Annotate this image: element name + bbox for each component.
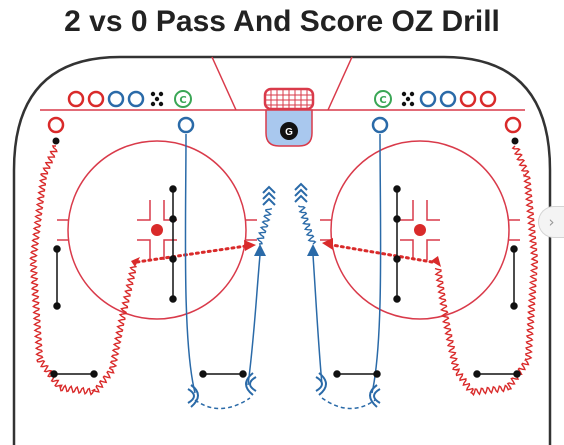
blue-skate-line-right-2 [312,254,323,386]
blue-skate-line-right [371,133,382,394]
legend-left [67,90,145,108]
backward-skate-left [194,397,251,410]
red-player-left [47,116,65,134]
blue-player-right [371,116,389,134]
faceoff-circle-right [330,140,510,320]
pass-arrow-left [244,240,256,251]
blue-arrow-left [254,244,266,256]
blue-skate-line-left-2 [247,254,261,386]
puck-left [52,137,60,145]
red-player-right [504,116,522,134]
goalie-label: G [285,127,293,138]
rink-boards [12,55,552,445]
backward-skate-right [321,397,376,410]
pylons [50,185,521,378]
pucks-icon [150,91,164,107]
blue-skate-line-left [184,133,196,394]
pass-arrow-right [322,238,333,250]
trapezoid-right [327,56,353,111]
blue-player-icon [419,90,437,108]
red-player-icon [459,90,477,108]
blue-player-icon [127,90,145,108]
next-slide-button[interactable]: › [538,206,564,238]
coach-icon: C [174,90,192,108]
faceoff-dot-right [414,224,426,236]
trapezoid-left [211,56,237,111]
faceoff-circle-left [67,140,247,320]
blue-player-icon [107,90,125,108]
pass-line-left [135,244,248,264]
svg-text:C: C [379,95,386,106]
coach-icon: C [374,90,392,108]
pass-line-right [330,243,434,264]
red-player-icon [479,90,497,108]
chevron-right-icon: › [548,213,555,231]
red-player-icon [87,90,105,108]
red-skate-path-right [434,145,539,397]
blue-arrow-right [307,244,319,256]
legend-right [419,90,497,108]
blue-player-left [177,116,195,134]
svg-text:C: C [179,95,186,106]
goalie-marker [280,122,298,140]
drill-title: 2 vs 0 Pass And Score OZ Drill [64,5,500,38]
faceoff-dot-left [151,224,163,236]
pucks-icon [401,91,415,107]
shot-chevrons-right [294,182,308,203]
shot-chevrons-left [262,185,276,206]
blue-shot-path-left [256,208,273,245]
red-arrow-right [431,256,441,267]
blue-shot-path-right [297,205,317,245]
puck-right [511,137,519,145]
red-player-icon [67,90,85,108]
blue-player-icon [439,90,457,108]
red-skate-path-left [29,145,137,396]
